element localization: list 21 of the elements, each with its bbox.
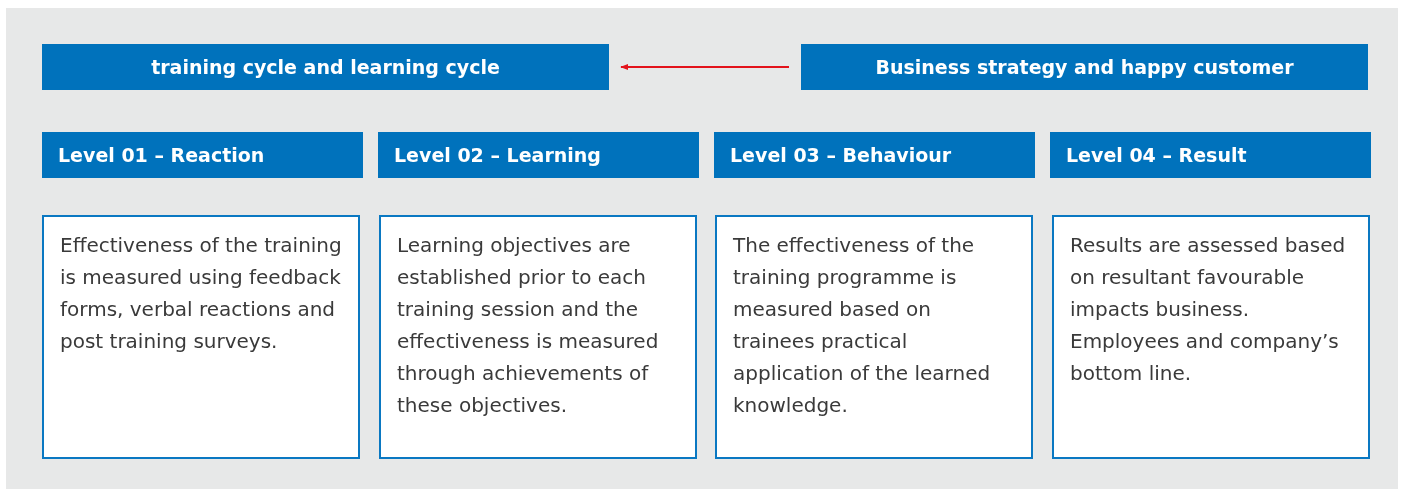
description: Results are assessed based on resultant favourable impacts business. Employees and company’s bottom line. bbox=[1070, 232, 1347, 387]
heading: Level 01 – Reaction bbox=[58, 144, 265, 166]
heading: Business strategy and happy customer bbox=[875, 56, 1294, 78]
heading: Level 03 – Behaviour bbox=[730, 144, 952, 166]
header-bar bbox=[42, 44, 609, 90]
header-bar bbox=[801, 44, 1368, 90]
text-box bbox=[379, 215, 697, 459]
header-bar bbox=[42, 132, 363, 178]
text-box bbox=[715, 215, 1033, 459]
heading: Level 02 – Learning bbox=[394, 144, 601, 166]
description: The effectiveness of the training programme is measured based on trainees practical application of the learned knowledge. bbox=[733, 232, 992, 419]
text-box bbox=[1052, 215, 1370, 459]
description: Learning objectives are established prior to each training session and the effectiveness is measured through achievements of these objectives. bbox=[397, 232, 660, 419]
arrow bbox=[620, 63, 790, 71]
text-box bbox=[42, 215, 360, 459]
heading: Level 04 – Result bbox=[1066, 144, 1247, 166]
heading: training cycle and learning cycle bbox=[151, 56, 500, 78]
header-bar bbox=[378, 132, 699, 178]
description: Effectiveness of the training is measured using feedback forms, verbal reactions and post training surveys. bbox=[60, 232, 343, 355]
header-bar bbox=[1050, 132, 1371, 178]
header-bar bbox=[714, 132, 1035, 178]
